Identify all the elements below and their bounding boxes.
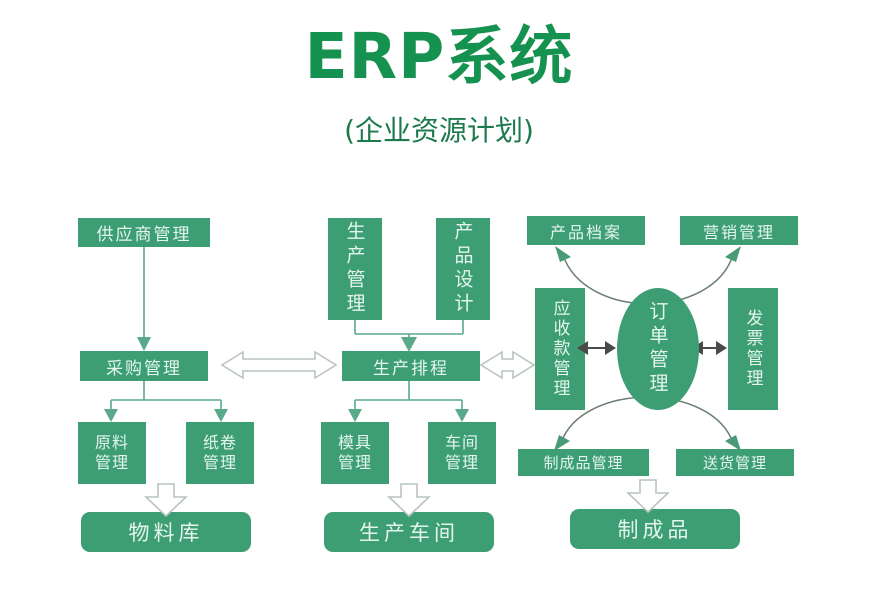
connector-purchase-split	[104, 381, 228, 422]
node-label: 车间 管理	[444, 433, 479, 472]
node-label: 产品设计	[451, 221, 474, 317]
node-production-workshop[interactable]: 生产车间	[324, 512, 494, 552]
node-paper-roll-mgmt[interactable]: 纸卷 管理	[186, 422, 254, 484]
node-workshop-mgmt[interactable]: 车间 管理	[428, 422, 496, 484]
node-production-mgmt[interactable]: 生产管理	[328, 218, 382, 320]
node-label: 营销管理	[702, 222, 775, 242]
node-delivery-mgmt[interactable]: 送货管理	[676, 449, 794, 476]
hollow-double-arrow-schedule-receivables	[479, 350, 536, 380]
node-product-archive[interactable]: 产品档案	[527, 216, 645, 245]
node-label: 订单管理	[646, 301, 669, 397]
node-label: 送货管理	[702, 454, 767, 472]
node-marketing-mgmt[interactable]: 营销管理	[680, 216, 798, 245]
node-label: 产品档案	[549, 222, 622, 242]
node-label: 生产车间	[359, 521, 459, 545]
node-label: 制成品	[617, 518, 693, 542]
node-label: 原料 管理	[94, 433, 129, 472]
node-product-design[interactable]: 产品设计	[436, 218, 490, 320]
connector-schedule-split	[348, 381, 469, 422]
node-label: 应收款管理	[549, 299, 570, 399]
node-production-schedule[interactable]: 生产排程	[342, 351, 480, 381]
node-label: 制成品管理	[543, 454, 624, 472]
node-invoice-mgmt[interactable]: 发票管理	[728, 288, 778, 410]
connector-supplier-to-purchase	[137, 247, 151, 351]
page-title: ERP系统	[304, 20, 574, 93]
page-subtitle: (企业资源计划)	[344, 114, 534, 147]
node-label: 生产管理	[343, 221, 366, 317]
node-label: 供应商管理	[96, 225, 192, 245]
node-label: 纸卷 管理	[202, 433, 237, 472]
node-material-warehouse[interactable]: 物料库	[81, 512, 251, 552]
node-finished-goods[interactable]: 制成品	[570, 509, 740, 549]
node-order-mgmt[interactable]: 订单管理	[617, 288, 699, 410]
node-label: 模具 管理	[337, 433, 372, 472]
node-label: 生产排程	[373, 358, 449, 379]
node-supplier-mgmt[interactable]: 供应商管理	[78, 218, 210, 247]
node-label: 采购管理	[106, 358, 182, 379]
node-purchase-mgmt[interactable]: 采购管理	[80, 351, 208, 381]
connector-production-merge	[354, 320, 464, 352]
hollow-arrow-to-finished-goods	[625, 479, 671, 514]
node-finished-goods-mgmt[interactable]: 制成品管理	[518, 449, 649, 476]
hollow-double-arrow-purchase-schedule	[220, 350, 338, 380]
node-mold-mgmt[interactable]: 模具 管理	[321, 422, 389, 484]
node-label: 物料库	[128, 521, 204, 545]
node-label: 发票管理	[742, 309, 763, 389]
node-raw-material-mgmt[interactable]: 原料 管理	[78, 422, 146, 484]
node-receivables-mgmt[interactable]: 应收款管理	[535, 288, 585, 410]
